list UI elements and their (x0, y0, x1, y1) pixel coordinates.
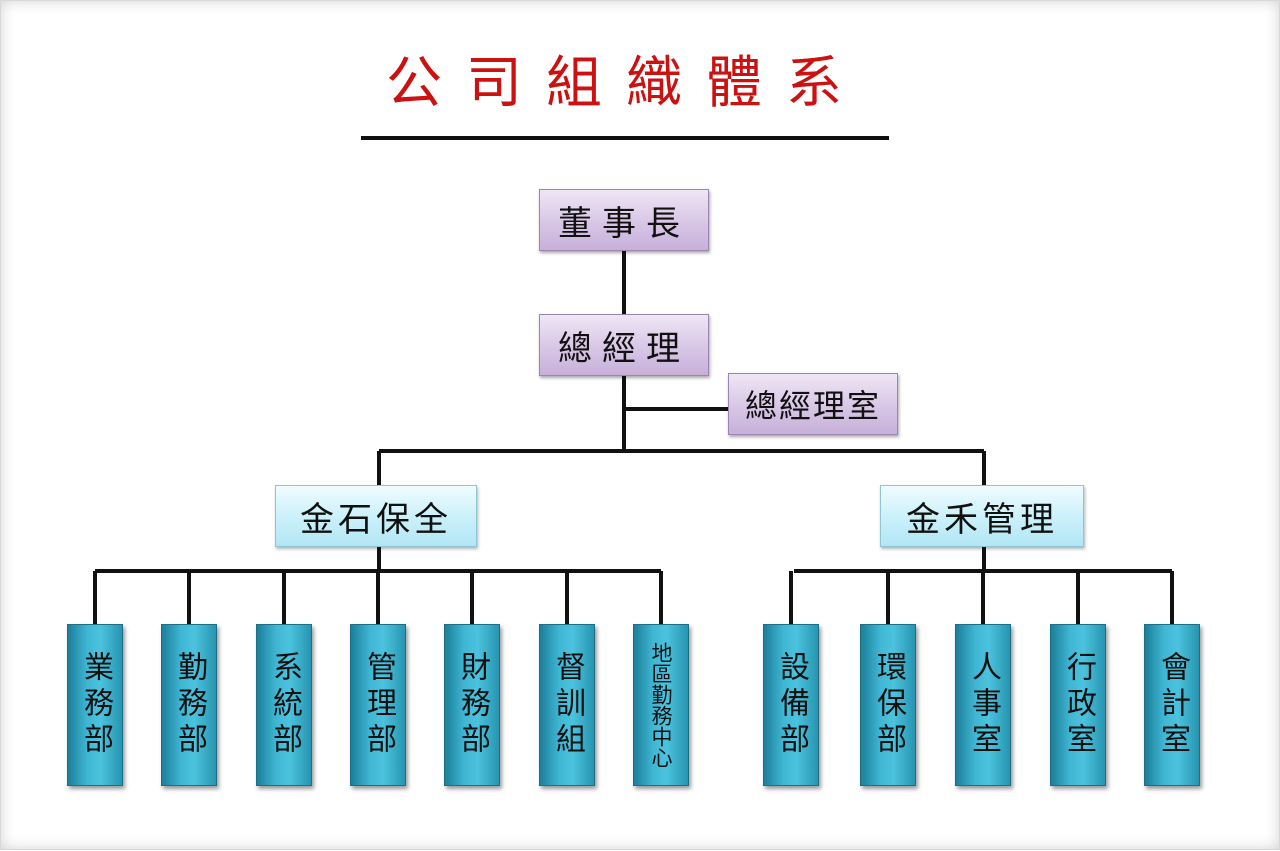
department-label: 勤務部 (172, 651, 207, 759)
department-label: 環保部 (871, 651, 906, 759)
department-label: 業務部 (78, 651, 113, 759)
title-underline (361, 136, 889, 140)
department-box: 人事室 (955, 624, 1011, 786)
company-box-jinshi: 金石保全 (275, 485, 477, 547)
general-manager-label: 總經理 (558, 328, 690, 369)
gm-office-box: 總經理室 (728, 373, 898, 435)
department-box: 業務部 (67, 624, 123, 786)
department-label: 設備部 (774, 651, 809, 759)
general-manager-box: 總經理 (539, 314, 709, 376)
department-label: 地區勤務中心 (649, 642, 673, 768)
department-box: 設備部 (763, 624, 819, 786)
department-box: 環保部 (860, 624, 916, 786)
chart-title: 公司組織體系 (386, 51, 866, 116)
department-label: 會計室 (1155, 651, 1190, 759)
gm-office-label: 總經理室 (744, 387, 881, 425)
department-label: 行政室 (1061, 651, 1096, 759)
department-box: 管理部 (350, 624, 406, 786)
department-label: 人事室 (966, 651, 1001, 759)
department-label: 系統部 (267, 651, 302, 759)
department-box: 系統部 (256, 624, 312, 786)
department-box: 會計室 (1144, 624, 1200, 786)
chairman-label: 董事長 (558, 203, 690, 244)
company-label: 金禾管理 (906, 499, 1058, 540)
chairman-box: 董事長 (539, 189, 709, 251)
department-box: 財務部 (444, 624, 500, 786)
department-label: 財務部 (455, 651, 490, 759)
department-box: 督訓組 (539, 624, 595, 786)
department-label: 管理部 (361, 651, 396, 759)
department-box: 行政室 (1050, 624, 1106, 786)
company-label: 金石保全 (300, 499, 452, 540)
company-box-jinhe: 金禾管理 (880, 485, 1084, 547)
department-box: 勤務部 (161, 624, 217, 786)
department-label: 督訓組 (550, 651, 585, 759)
department-box: 地區勤務中心 (633, 624, 689, 786)
